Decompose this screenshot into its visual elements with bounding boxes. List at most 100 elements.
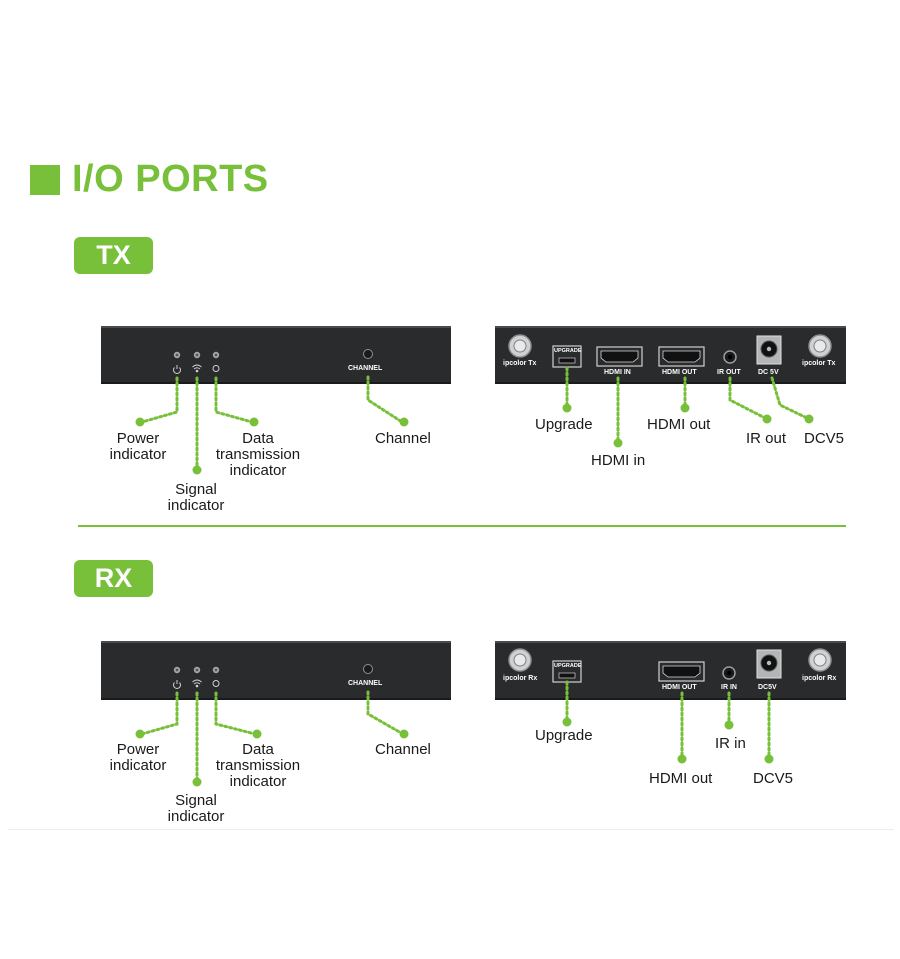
- tx-front-panel: [101, 326, 451, 384]
- tx-power-leader: [140, 376, 179, 424]
- dot: [135, 729, 145, 739]
- tx-hdmi-in-label: HDMI in: [591, 452, 646, 469]
- rx-power-led-icon: [173, 666, 181, 674]
- rx-channel-leader: [366, 690, 405, 736]
- tx-signal-led-icon: [193, 351, 201, 359]
- rx-power-symbol-icon: [173, 680, 181, 689]
- tx-data-label-line1: Data: [242, 430, 274, 447]
- tx-power-label-line2: indicator: [109, 446, 167, 463]
- rx-signal-label: Signal indicator: [158, 793, 234, 825]
- bottom-divider: [8, 829, 894, 830]
- leader-endpoints: [135, 403, 814, 787]
- rx-channel-label: Channel: [375, 741, 431, 758]
- dot: [399, 729, 409, 739]
- rx-upgrade-text: UPGRADE: [554, 663, 582, 669]
- tx-ir-out-label: IR out: [746, 430, 787, 447]
- tx-antenna-right-icon: [808, 334, 832, 358]
- tx-signal-label: Signal indicator: [158, 482, 234, 514]
- tx-power-label-line1: Power: [116, 430, 160, 447]
- tx-antenna-left-text: ipcolor Tx: [503, 360, 537, 367]
- section-divider: [78, 525, 846, 527]
- tx-channel-leader: [366, 375, 404, 424]
- rx-data-label-line1: Data: [242, 741, 274, 758]
- tx-data-symbol-icon: [212, 365, 220, 372]
- rx-data-label: Data transmission indicator: [208, 742, 308, 790]
- tx-hdmi-in-port-icon: [596, 346, 643, 367]
- tx-antenna-left-icon: [508, 334, 532, 358]
- tx-hdmi-out-text: HDMI OUT: [662, 369, 697, 376]
- tx-dc-jack-icon: [756, 335, 782, 365]
- dot: [135, 417, 145, 427]
- rx-power-label-line2: indicator: [109, 757, 167, 774]
- tx-hdmi-out-port-icon: [658, 346, 705, 367]
- rx-data-label-line3: indicator: [229, 773, 287, 790]
- dot: [764, 754, 774, 764]
- rx-data-symbol-icon: [212, 680, 220, 687]
- dot: [399, 417, 409, 427]
- dot: [562, 717, 572, 727]
- rx-signal-label-line2: indicator: [167, 808, 225, 825]
- rx-dc-jack-icon: [756, 649, 782, 679]
- tx-ir-out-leader: [728, 376, 767, 420]
- rx-channel-text: CHANNEL: [348, 680, 383, 687]
- rx-antenna-left-text: ipcolor Rx: [503, 675, 538, 682]
- tx-channel-text: CHANNEL: [348, 365, 383, 372]
- tx-data-label: Data transmission indicator: [208, 431, 308, 479]
- rx-data-leader: [214, 691, 257, 736]
- rx-power-label: Power indicator: [100, 742, 176, 774]
- tx-dc-text: DC 5V: [758, 369, 779, 376]
- rx-wifi-symbol-icon: [192, 679, 202, 688]
- tx-power-led-icon: [173, 351, 181, 359]
- rx-antenna-right-text: ipcolor Rx: [802, 675, 837, 682]
- rx-data-led-icon: [212, 666, 220, 674]
- rx-upgrade-label: Upgrade: [535, 727, 593, 744]
- rx-hdmi-out-label: HDMI out: [649, 770, 713, 787]
- tx-channel-label: Channel: [375, 430, 431, 447]
- dot: [562, 403, 572, 413]
- dot: [680, 403, 690, 413]
- tx-wifi-symbol-icon: [192, 364, 202, 373]
- tx-dcv5-leader: [770, 376, 809, 420]
- leader-lines: [140, 366, 809, 782]
- section-title: I/O PORTS: [30, 158, 269, 201]
- rx-data-label-line2: transmission: [215, 757, 301, 774]
- tx-power-label: Power indicator: [100, 431, 176, 463]
- tx-channel-button-icon: [363, 349, 373, 359]
- dot: [677, 754, 687, 764]
- dot: [804, 414, 814, 424]
- rx-ir-in-label: IR in: [715, 735, 746, 752]
- tx-hdmi-out-label: HDMI out: [647, 416, 711, 433]
- tx-signal-label-line2: indicator: [167, 497, 225, 514]
- rx-dcv5-label: DCV5: [753, 770, 794, 787]
- tx-ir-out-text: IR OUT: [717, 369, 741, 376]
- tx-data-led-icon: [212, 351, 220, 359]
- tx-power-symbol-icon: [173, 365, 181, 374]
- tx-antenna-right-text: ipcolor Tx: [802, 360, 836, 367]
- rx-front-panel: [101, 641, 451, 700]
- tx-dcv5-label: DCV5: [804, 430, 845, 447]
- rx-hdmi-out-port-icon: [658, 661, 705, 682]
- tx-data-leader: [214, 376, 254, 424]
- dot: [192, 777, 202, 787]
- dot: [613, 438, 623, 448]
- tx-data-label-line2: transmission: [215, 446, 301, 463]
- rx-power-leader: [140, 691, 179, 736]
- title-square-icon: [30, 164, 60, 195]
- rx-signal-led-icon: [193, 666, 201, 674]
- rx-power-label-line1: Power: [116, 741, 160, 758]
- page-title: I/O PORTS: [72, 158, 269, 200]
- tx-ir-out-jack-icon: [723, 350, 737, 364]
- dot: [252, 729, 262, 739]
- tx-hdmi-in-text: HDMI IN: [604, 369, 631, 376]
- rx-ir-in-text: IR IN: [721, 684, 737, 691]
- rx-signal-label-line1: Signal: [175, 792, 217, 809]
- dot: [192, 465, 202, 475]
- dot: [724, 720, 734, 730]
- rx-ir-in-jack-icon: [722, 666, 736, 680]
- rx-badge: RX: [74, 560, 153, 597]
- tx-badge: TX: [74, 237, 153, 274]
- tx-data-label-line3: indicator: [229, 462, 287, 479]
- rx-antenna-left-icon: [508, 648, 532, 672]
- tx-upgrade-label: Upgrade: [535, 416, 593, 433]
